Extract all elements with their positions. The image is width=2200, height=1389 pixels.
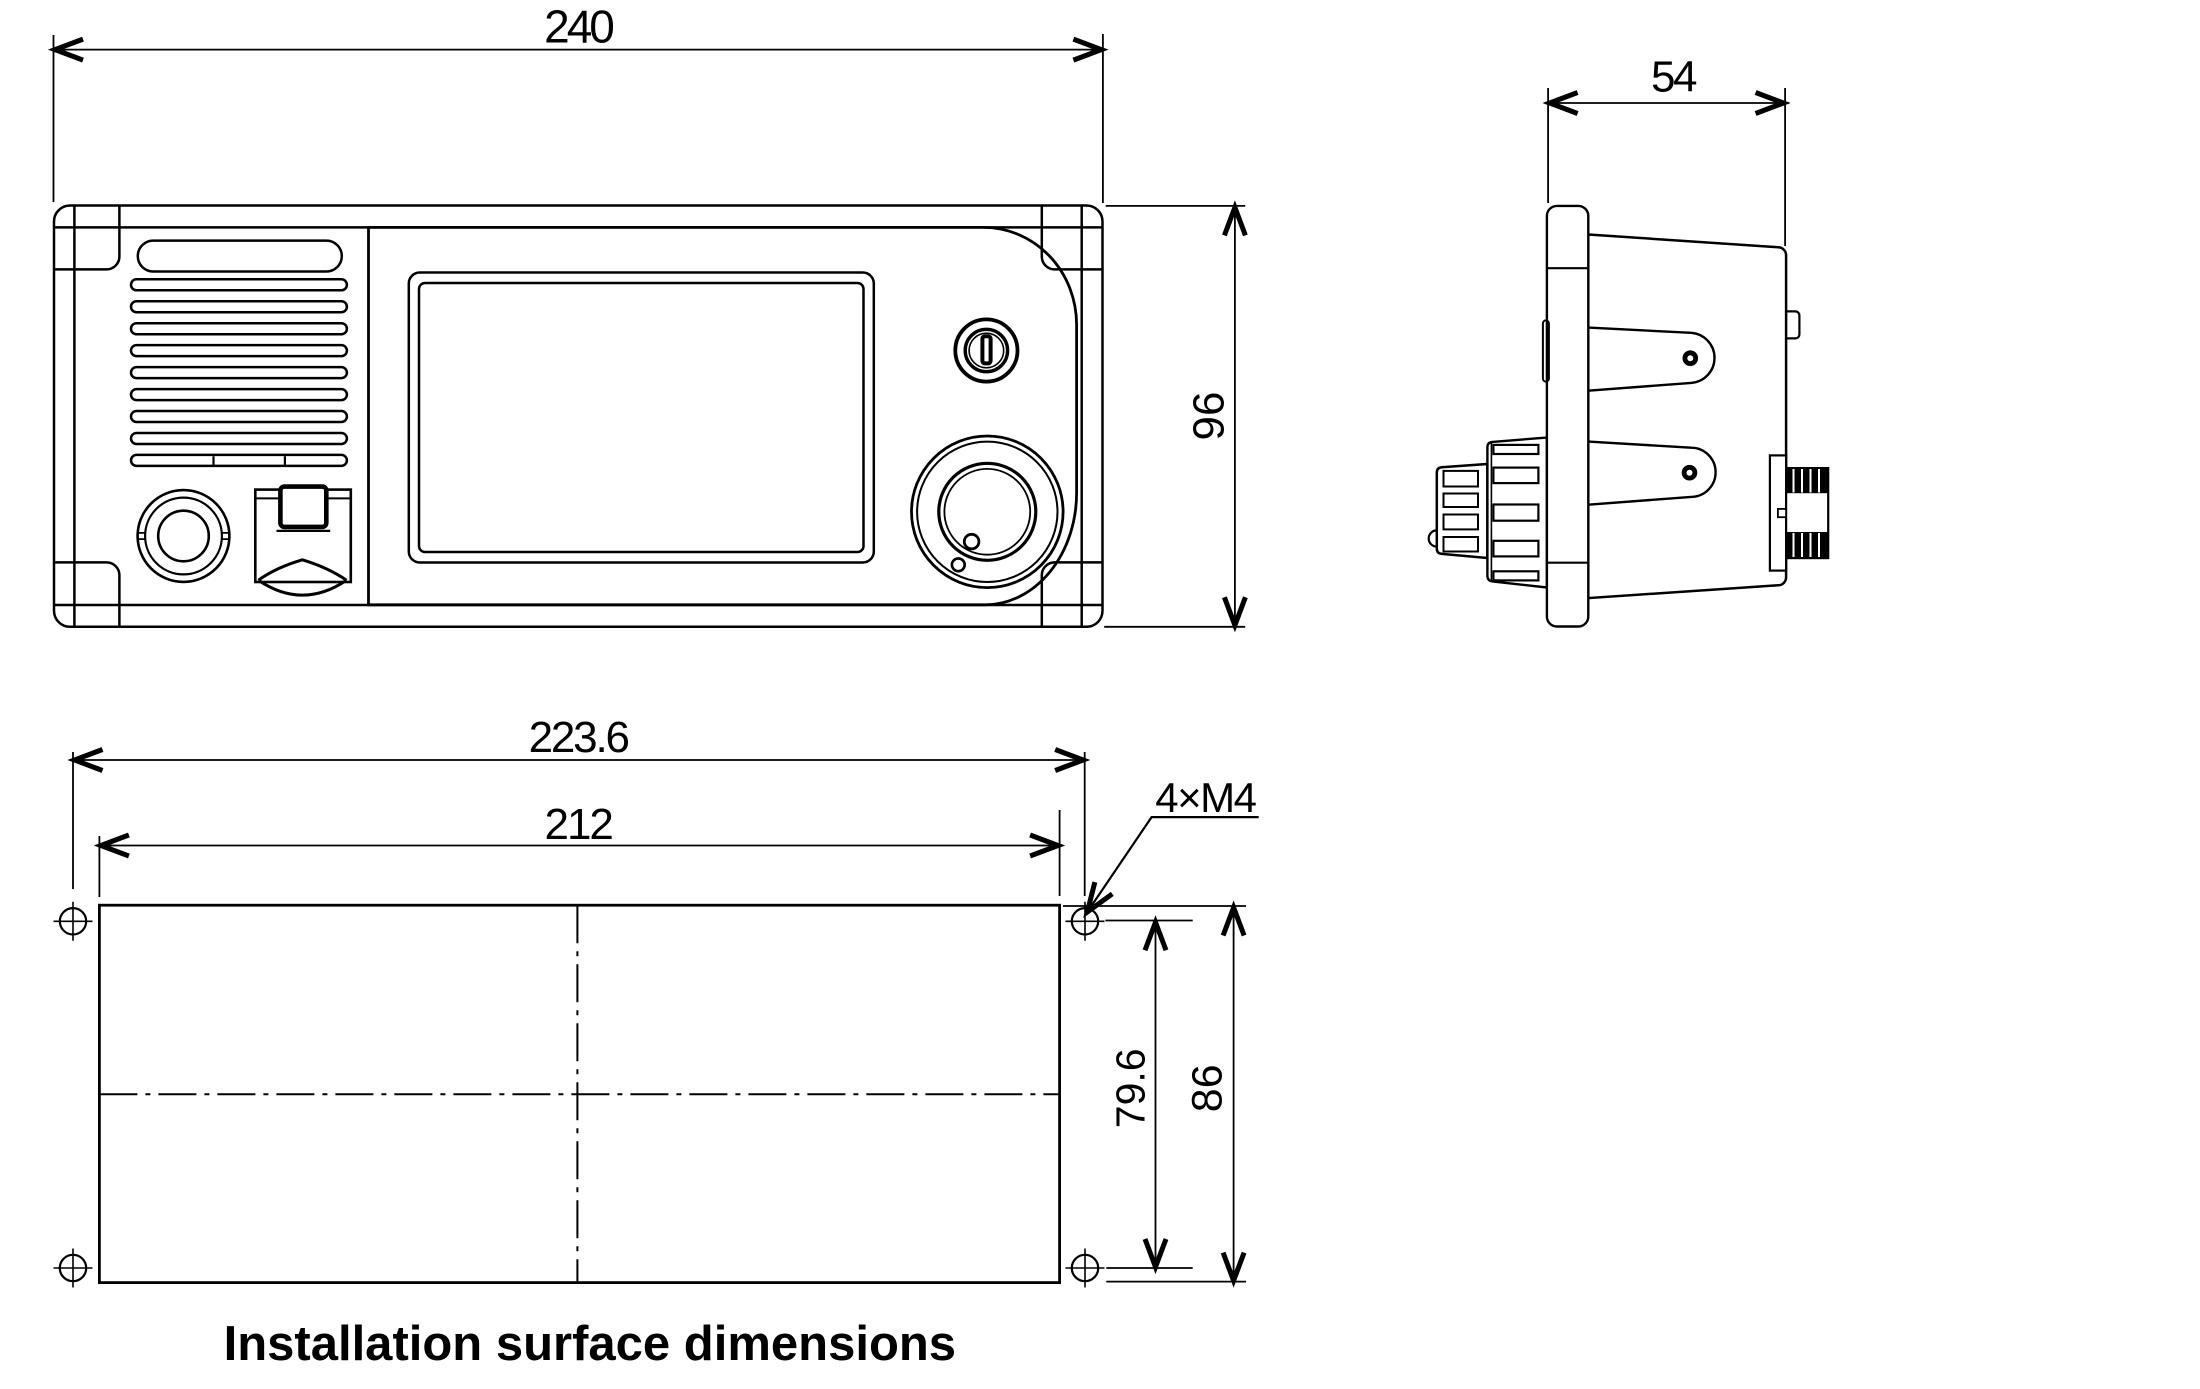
- svg-text:212: 212: [544, 800, 612, 849]
- svg-text:4×M4: 4×M4: [1155, 774, 1256, 821]
- svg-text:86: 86: [1184, 1064, 1232, 1112]
- svg-text:223.6: 223.6: [529, 713, 629, 762]
- svg-text:54: 54: [1651, 53, 1697, 102]
- svg-text:Installation surface dimension: Installation surface dimensions: [224, 1317, 956, 1371]
- svg-text:79.6: 79.6: [1107, 1048, 1153, 1128]
- svg-text:96: 96: [1185, 392, 1234, 441]
- svg-text:240: 240: [544, 1, 613, 53]
